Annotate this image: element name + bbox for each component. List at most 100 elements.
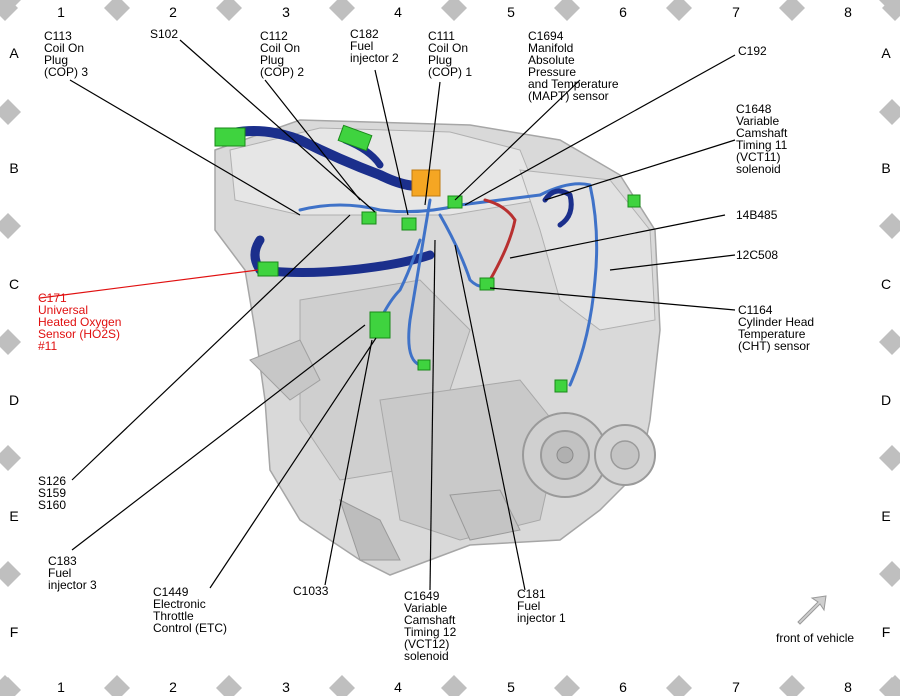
callout-line: Plug [260, 53, 284, 67]
callout-line: Coil On [44, 41, 84, 55]
callout-line: 12C508 [736, 248, 778, 262]
callout-line: C113 [44, 29, 72, 43]
connector-c1694 [447, 195, 463, 209]
callout-line: Plug [428, 53, 452, 67]
grid-column-label: 2 [169, 679, 177, 695]
callout-line: C112 [260, 29, 288, 43]
harness-connectors [214, 124, 641, 393]
highlighted-component [411, 169, 441, 197]
grid-marker [0, 0, 21, 13]
callout-line: Throttle [153, 609, 194, 623]
connector-c183 [361, 211, 377, 225]
callout-line: Electronic [153, 597, 206, 611]
callout-line: Fuel [350, 39, 373, 53]
callout-s102: S102 [150, 27, 178, 41]
grid-marker [879, 0, 900, 13]
grid-marker [0, 213, 21, 239]
connector-c192 [627, 194, 641, 208]
callout-line: #11 [38, 339, 57, 353]
grid-column-label: 3 [282, 679, 290, 695]
connector-c1449 [369, 311, 391, 339]
callout-line: C192 [738, 44, 767, 58]
connector-c112 [337, 124, 373, 152]
grid-marker [329, 675, 355, 696]
grid-marker [879, 99, 900, 125]
grid-marker [779, 0, 805, 21]
callout-line: Pressure [528, 65, 576, 79]
grid-column-label: 6 [619, 4, 627, 20]
grid-marker [0, 99, 21, 125]
grid-row-label: B [9, 160, 18, 176]
grid-marker [879, 561, 900, 587]
grid-column-label: 2 [169, 4, 177, 20]
grid-marker [879, 329, 900, 355]
connector-c1033 [417, 359, 431, 371]
grid-marker [879, 677, 900, 696]
callout-line: C1694 [528, 29, 564, 43]
grid-column-label: 8 [844, 679, 852, 695]
callout-line: (MAPT) sensor [528, 89, 609, 103]
callout-line: C181 [517, 587, 546, 601]
grid-row-label: C [9, 276, 19, 292]
callout-line: C171 [38, 291, 67, 305]
grid-column-label: 3 [282, 4, 290, 20]
callout-line: Plug [44, 53, 68, 67]
callout-h14b485: 14B485 [736, 208, 778, 222]
connector-c171 [257, 261, 279, 277]
callout-line: Absolute [528, 53, 575, 67]
callout-line: Camshaft [736, 126, 788, 140]
callout-line: (VCT12) [404, 637, 449, 651]
callout-line: C1164 [738, 303, 773, 317]
callout-line: (COP) 2 [260, 65, 304, 79]
grid-column-label: 5 [507, 679, 515, 695]
callout-line: S159 [38, 486, 66, 500]
grid-marker [0, 561, 21, 587]
grid-marker [779, 675, 805, 696]
callout-line: solenoid [736, 162, 781, 176]
callout-line: Timing 12 [404, 625, 457, 639]
callout-line: (VCT11) [736, 150, 780, 164]
callout-line: C1033 [293, 584, 329, 598]
grid-row-label: A [9, 45, 19, 61]
connector-c1648 [554, 379, 568, 393]
callout-line: C1449 [153, 585, 189, 599]
grid-row-label: F [882, 624, 891, 640]
grid-row-label: E [9, 508, 18, 524]
callout-line: Fuel [48, 566, 71, 580]
callout-line: Variable [404, 601, 447, 615]
callout-line: solenoid [404, 649, 449, 663]
grid-row-label: C [881, 276, 891, 292]
grid-row-label: D [9, 392, 19, 408]
grid-column-label: 4 [394, 4, 402, 20]
connector-c113 [214, 127, 246, 147]
grid-marker [216, 0, 242, 21]
grid-marker [104, 0, 130, 21]
callout-line: Temperature [738, 327, 806, 341]
callout-line: Heated Oxygen [38, 315, 121, 329]
grid-row-label: D [881, 392, 891, 408]
callout-line: 14B485 [736, 208, 778, 222]
grid-marker [554, 675, 580, 696]
grid-marker [666, 0, 692, 21]
grid-column-label: 7 [732, 4, 740, 20]
callout-line: Control (ETC) [153, 621, 227, 635]
grid-marker [879, 213, 900, 239]
connector-c182 [401, 217, 417, 231]
grid-row-label: E [881, 508, 890, 524]
front-of-vehicle-label: front of vehicle [776, 631, 854, 645]
grid-marker [441, 0, 467, 21]
grid-marker [216, 675, 242, 696]
grid-column-label: 7 [732, 679, 740, 695]
grid-column-label: 8 [844, 4, 852, 20]
callout-line: Sensor (HO2S) [38, 327, 120, 341]
